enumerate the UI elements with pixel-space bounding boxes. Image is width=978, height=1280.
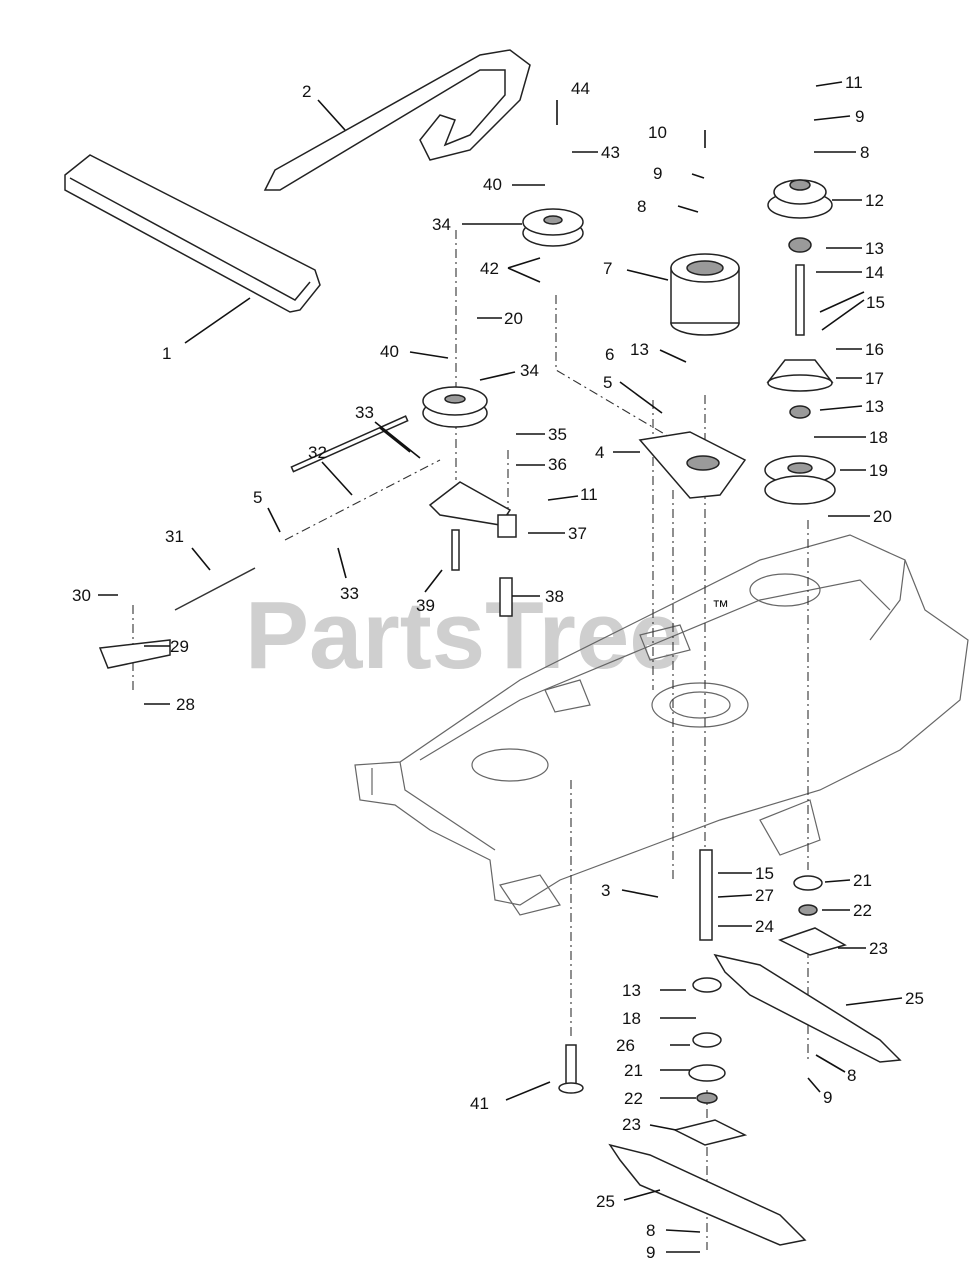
callout-39: 39 [416, 596, 435, 615]
callout-5-left: 5 [253, 488, 262, 507]
callout-18-lower: 18 [622, 1009, 641, 1028]
callout-5-right: 5 [603, 373, 612, 392]
callout-38: 38 [545, 587, 564, 606]
callout-25-lower: 25 [596, 1192, 615, 1211]
callout-29: 29 [170, 637, 189, 656]
callout-23-lower: 23 [622, 1115, 641, 1134]
callout-13-lower: 13 [622, 981, 641, 1000]
callout-41: 41 [470, 1094, 489, 1113]
callout-8-right-blade: 8 [847, 1066, 856, 1085]
watermark: PartsTree ™ [245, 582, 729, 689]
callout-44: 44 [571, 79, 590, 98]
callout-26: 26 [616, 1036, 635, 1055]
callout-9-bottom: 9 [646, 1243, 655, 1262]
callout-9-center: 9 [653, 164, 662, 183]
callout-24: 24 [755, 917, 774, 936]
callout-17: 17 [865, 369, 884, 388]
callout-30: 30 [72, 586, 91, 605]
center-spindle-housing [670, 253, 740, 336]
callout-8-center: 8 [637, 197, 646, 216]
callout-19: 19 [869, 461, 888, 480]
right-spindle-stack [764, 179, 836, 505]
idler-arm-assembly [98, 415, 517, 669]
callout-21-right: 21 [853, 871, 872, 890]
callout-22-right: 22 [853, 901, 872, 920]
belt-cover-plate [638, 431, 747, 499]
callout-16: 16 [865, 340, 884, 359]
callout-20-right: 20 [873, 507, 892, 526]
callout-28: 28 [176, 695, 195, 714]
drive-belt [263, 49, 531, 191]
callout-27: 27 [755, 886, 774, 905]
callout-11-arm: 11 [580, 485, 598, 504]
callout-7: 7 [603, 259, 612, 278]
belt-guard [64, 154, 321, 313]
callout-42: 42 [480, 259, 499, 278]
callout-14: 14 [865, 263, 884, 282]
callout-21-lower: 21 [624, 1061, 643, 1080]
callout-labels: 1 2 3 4 5 5 6 7 8 8 8 8 9 9 9 9 10 11 11… [72, 73, 924, 1262]
callout-9-top: 9 [855, 107, 864, 126]
callout-34-upper: 34 [432, 215, 451, 234]
callout-37: 37 [568, 524, 587, 543]
callout-1: 1 [162, 344, 171, 363]
callout-20-left: 20 [504, 309, 523, 328]
mower-deck-housing [354, 534, 969, 916]
callout-43: 43 [601, 143, 620, 162]
callout-36: 36 [548, 455, 567, 474]
callout-13-center: 13 [630, 340, 649, 359]
callout-25-right: 25 [905, 989, 924, 1008]
callout-13-right-lower: 13 [865, 397, 884, 416]
callout-8-bottom: 8 [646, 1221, 655, 1240]
callout-12: 12 [865, 191, 884, 210]
callout-4: 4 [595, 443, 604, 462]
callout-22-lower: 22 [624, 1089, 643, 1108]
callout-31: 31 [165, 527, 184, 546]
watermark-trademark: ™ [712, 597, 729, 616]
lower-blade-assembly [558, 849, 902, 1246]
callout-10: 10 [648, 123, 667, 142]
callout-8-top: 8 [860, 143, 869, 162]
callout-40-lower: 40 [380, 342, 399, 361]
callout-32: 32 [308, 443, 327, 462]
callout-3: 3 [601, 881, 610, 900]
callout-23-right: 23 [869, 939, 888, 958]
idler-pulley-lower [422, 386, 488, 428]
callout-9-right-blade: 9 [823, 1088, 832, 1107]
callout-18-right: 18 [869, 428, 888, 447]
callout-35: 35 [548, 425, 567, 444]
callout-6: 6 [605, 345, 614, 364]
callout-13-right-upper: 13 [865, 239, 884, 258]
callout-34-lower: 34 [520, 361, 539, 380]
callout-11-top: 11 [845, 73, 863, 92]
callout-33-lower: 33 [340, 584, 359, 603]
callout-2: 2 [302, 82, 311, 101]
callout-33-upper: 33 [355, 403, 374, 422]
callout-15-lower: 15 [755, 864, 774, 883]
idler-pulley-upper [522, 208, 584, 247]
callout-15-right: 15 [866, 293, 885, 312]
callout-40-upper: 40 [483, 175, 502, 194]
leader-lines [98, 81, 903, 1253]
watermark-text: PartsTree [245, 582, 683, 689]
